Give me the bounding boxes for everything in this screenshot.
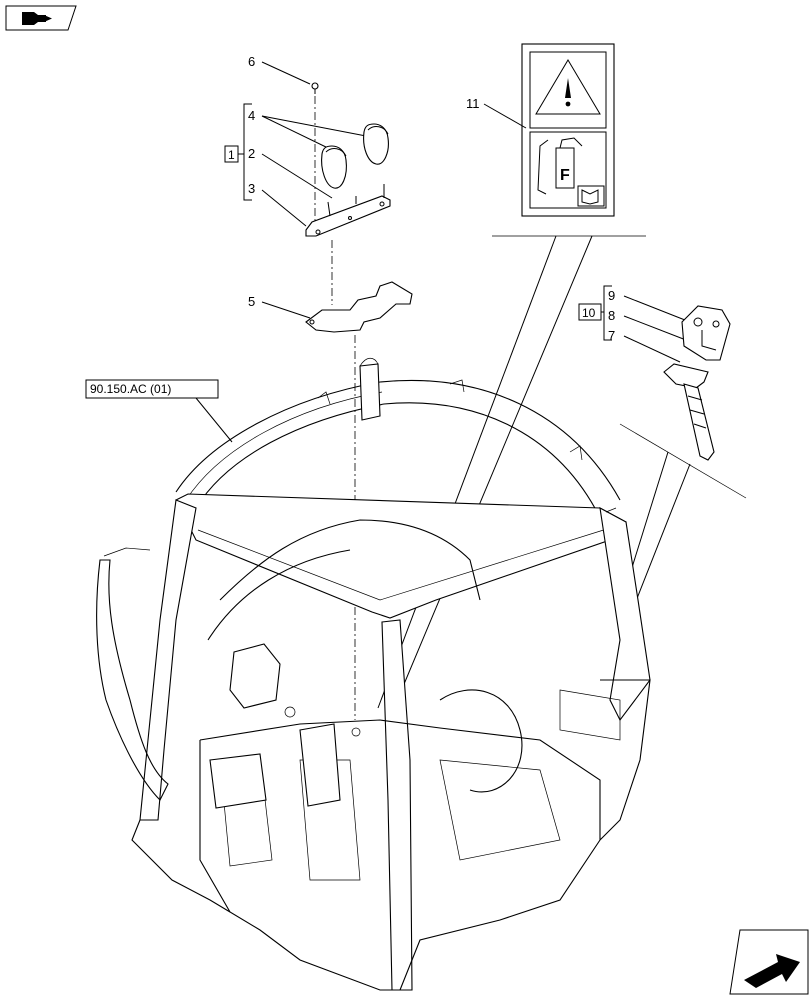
bracket-part xyxy=(305,184,391,237)
callout-9: 9 xyxy=(608,288,615,303)
screw-part xyxy=(311,82,319,94)
reference-label: 90.150.AC (01) xyxy=(90,382,171,396)
clamp-part xyxy=(321,123,389,189)
callout-4: 4 xyxy=(248,108,255,123)
cab-frame-part xyxy=(96,357,651,991)
nav-back-book-icon[interactable] xyxy=(5,5,77,31)
mounting-plate-part xyxy=(305,281,413,333)
callout-1: 1 xyxy=(228,148,235,162)
extinguisher-holder-part xyxy=(663,305,731,461)
callout-2: 2 xyxy=(248,146,255,161)
callout-7: 7 xyxy=(608,328,615,343)
callout-5: 5 xyxy=(248,294,255,309)
decal-letter: F xyxy=(560,167,570,184)
callout-8: 8 xyxy=(608,308,615,323)
callout-11: 11 xyxy=(466,96,480,111)
warning-decal-part: F xyxy=(521,43,615,217)
callout-10: 10 xyxy=(582,306,596,320)
reference-box xyxy=(85,379,219,399)
callout-3: 3 xyxy=(248,181,255,196)
next-page-arrow-icon[interactable] xyxy=(729,929,809,995)
callout-6: 6 xyxy=(248,54,255,69)
